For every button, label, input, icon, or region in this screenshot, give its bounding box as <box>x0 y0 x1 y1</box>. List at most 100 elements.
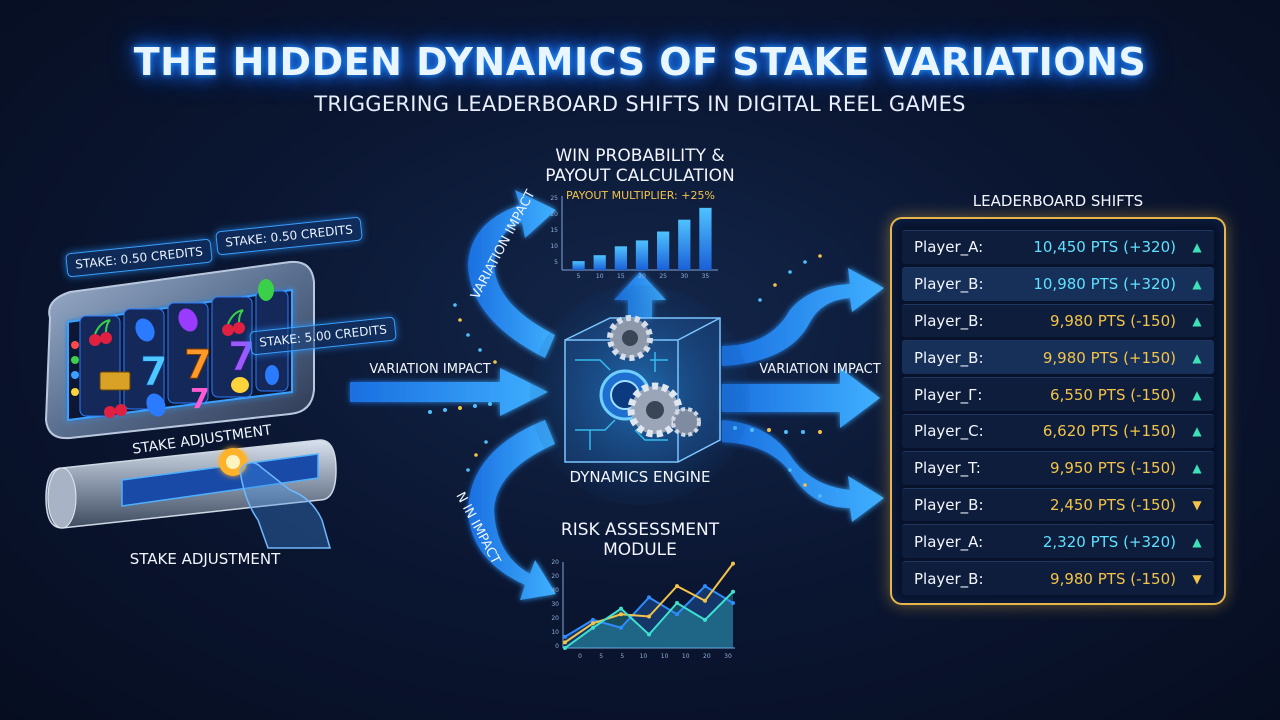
risk-module-heading-line1: RISK ASSESSMENT <box>560 520 720 540</box>
variation-impact-left-label: VARIATION IMPACT <box>369 362 491 377</box>
win-chart-x-tick: 15 <box>617 273 625 280</box>
trend-up-icon: ▲ <box>1192 424 1202 439</box>
svg-text:7: 7 <box>140 349 168 395</box>
leaderboard-title: LEADERBOARD SHIFTS <box>972 192 1144 210</box>
player-points: 10,980 PTS (+320) <box>1033 275 1176 294</box>
player-name: Player_B: <box>914 348 984 367</box>
win-chart-x-tick: 35 <box>702 273 710 280</box>
risk-chart-x-tick: 20 <box>703 653 711 660</box>
player-points: 6,550 PTS (-150) <box>1050 385 1176 404</box>
risk-chart-point <box>563 640 567 645</box>
player-name: Player_A: <box>914 532 984 551</box>
arrow-stake-to-engine <box>350 368 548 416</box>
lucky-seven-icon: 7 7 7 7 <box>140 334 257 416</box>
risk-chart-area <box>565 591 733 648</box>
player-points: 2,320 PTS (+320) <box>1042 532 1176 551</box>
win-chart-bar <box>572 261 585 270</box>
risk-chart-x-tick: 10 <box>682 653 690 660</box>
gear-icon <box>599 315 701 438</box>
arrow-curve-down-to-leaderboard <box>722 420 884 522</box>
leaderboard-rows: Player_A: 10,450 PTS (+320) ▲ Player_B: 10,9… <box>902 230 1214 595</box>
trend-up-icon: ▲ <box>1192 313 1202 328</box>
risk-chart-point <box>647 632 651 637</box>
win-chart-x-tick: 20 <box>638 273 646 280</box>
risk-chart-point <box>619 625 623 630</box>
risk-chart-x-tick: 5 <box>620 653 624 660</box>
player-points: 2,450 PTS (-150) <box>1050 495 1176 514</box>
trend-up-icon: ▲ <box>1192 277 1202 292</box>
trend-up-icon: ▲ <box>1192 387 1202 402</box>
risk-chart-point <box>647 614 651 619</box>
risk-chart-point <box>731 589 735 594</box>
risk-chart-point <box>703 584 707 589</box>
risk-chart-point <box>647 595 651 600</box>
risk-chart-point <box>563 634 567 639</box>
risk-chart-point <box>731 561 735 566</box>
win-chart-y-tick: 20 <box>550 211 558 218</box>
risk-chart-point <box>731 601 735 605</box>
trend-down-icon: ▼ <box>1192 497 1202 512</box>
arrow-engine-to-leaderboard <box>722 368 880 428</box>
risk-chart-x-tick: 5 <box>599 653 603 660</box>
player-name: Player_C: <box>914 422 984 441</box>
player-name: Player_Г: <box>914 385 983 404</box>
trend-down-icon: ▼ <box>1192 571 1202 586</box>
svg-text:7: 7 <box>190 382 209 415</box>
risk-chart-x-tick: 10 <box>661 653 669 660</box>
win-chart-bar <box>657 231 670 270</box>
win-chart-bar <box>699 207 712 270</box>
risk-chart-x-tick: 0 <box>578 653 582 660</box>
risk-chart-y-tick: 20 <box>551 559 559 566</box>
page-title: THE HIDDEN DYNAMICS OF STAKE VARIATIONS <box>133 40 1147 84</box>
lemon-icon <box>231 279 279 393</box>
leaderboard-row: Player_B: 2,450 PTS (-150) ▼ <box>902 487 1214 522</box>
win-chart-y-tick: 10 <box>550 243 558 250</box>
plum-icon <box>135 308 198 417</box>
win-chart-bar <box>635 240 649 270</box>
risk-chart-y-tick: 0 <box>555 643 559 650</box>
risk-chart-point <box>675 601 679 605</box>
leaderboard-row: Player_B:9,980 PTS (+150)▲ <box>902 340 1214 375</box>
risk-chart-point <box>675 584 679 589</box>
win-chart-x-tick: 30 <box>680 273 688 280</box>
leaderboard-row: Player_T:9,950 PTS (-150)▲ <box>902 450 1214 485</box>
leaderboard-row: Player_C: 6,620 PTS (+150) ▲ <box>902 413 1214 448</box>
win-probability-chart: 25 20 15 10 5 5 10 15 20 25 30 35 <box>550 195 718 280</box>
slot-machine-illustration: 7 7 7 7 <box>44 260 337 549</box>
risk-chart-point <box>591 617 595 622</box>
player-points: 6,620 PTS (+150) <box>1042 422 1176 441</box>
leaderboard-row: Player_B: 10,980 PTS (+320) ▲ <box>902 266 1214 301</box>
player-points: 10,450 PTS (+320) <box>1033 238 1176 257</box>
leaderboard-panel: Player_A: 10,450 PTS (+320) ▲ Player_B: 10,9… <box>890 217 1226 605</box>
win-chart-bar <box>593 255 606 270</box>
player-name: Player_B: <box>914 311 984 330</box>
risk-chart-x-tick: 10 <box>640 653 648 660</box>
win-chart-y-tick: 5 <box>554 259 558 266</box>
bar-symbol-icon <box>99 371 131 391</box>
risk-module-heading: RISK ASSESSMENT MODULE <box>520 520 760 560</box>
win-chart-x-tick: 5 <box>577 273 581 280</box>
player-name: Player_B: <box>914 569 984 588</box>
player-name: Player_A: <box>914 238 984 257</box>
stake-adjustment-caption: STAKE ADJUSTMENT <box>129 550 281 568</box>
side-lights <box>71 341 79 396</box>
win-chart-x-tick: 25 <box>659 273 667 280</box>
payout-multiplier-text: PAYOUT MULTIPLIER: +25% <box>566 189 715 202</box>
trend-up-icon: ▲ <box>1192 350 1202 365</box>
win-module-heading: WIN PROBABILITY & PAYOUT CALCULATION <box>520 146 760 186</box>
leaderboard-row: Player_A:10,450 PTS (+320)▲ <box>902 230 1214 264</box>
win-chart-y-tick: 15 <box>550 227 558 234</box>
page-subtitle: TRIGGERING LEADERBOARD SHIFTS IN DIGITAL… <box>314 92 966 116</box>
risk-chart-point <box>591 621 595 626</box>
player-points: 9,980 PTS (-150) <box>1050 311 1176 330</box>
risk-chart-point <box>563 646 567 650</box>
risk-chart-point <box>619 606 623 611</box>
arrow-curve-up-to-leaderboard <box>722 268 884 366</box>
player-name: Player_B: <box>914 275 984 294</box>
risk-chart-y-tick: 10 <box>551 629 559 636</box>
player-name: Player_T: <box>914 459 981 478</box>
player-name: Player_B: <box>914 495 984 514</box>
arrow-curve-to-win-chart <box>468 190 556 358</box>
win-chart-y-tick: 25 <box>550 195 558 202</box>
win-chart-x-tick: 10 <box>596 273 604 280</box>
